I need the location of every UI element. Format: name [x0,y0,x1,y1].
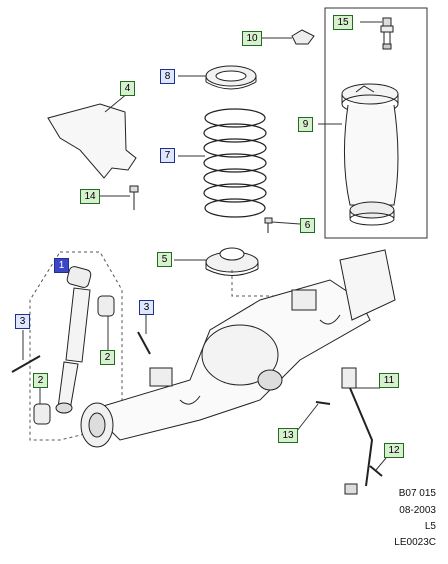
bush-upper-part [97,295,115,317]
rear-axle-part [80,249,396,448]
bracket-part [47,103,137,179]
reference-id: LE0023C [394,537,436,548]
callout-10[interactable]: 10 [242,31,262,46]
spring-seat-part [205,65,257,90]
coil-spring-part [203,108,267,218]
callout-leaders [22,21,387,471]
bush-lower-part [33,403,51,425]
callout-2-lower[interactable]: 2 [33,373,48,388]
reference-code: B07 015 [398,488,436,499]
callout-3-left[interactable]: 3 [15,314,30,329]
air-spring-frame [324,7,428,239]
shock-bolt-right-part [137,331,151,355]
air-spring-part [341,83,399,226]
lower-spring-seat-part [205,247,259,276]
clip-part [291,29,315,45]
callout-8[interactable]: 8 [160,69,175,84]
callout-13[interactable]: 13 [278,428,298,443]
reference-date: 08-2003 [399,505,436,516]
reference-model: L5 [424,521,436,532]
callout-3-right[interactable]: 3 [139,300,154,315]
callout-4[interactable]: 4 [120,81,135,96]
small-bolt-part [264,217,273,233]
air-valve-part [380,17,394,50]
callout-6[interactable]: 6 [300,218,315,233]
sensor-bolt-part [315,401,331,405]
callout-11[interactable]: 11 [379,373,399,388]
callout-15[interactable]: 15 [333,15,353,30]
bracket-bolt-part [129,185,139,210]
callout-9[interactable]: 9 [298,117,313,132]
callout-5[interactable]: 5 [157,252,172,267]
callout-12[interactable]: 12 [384,443,404,458]
callout-7[interactable]: 7 [160,148,175,163]
shock-absorber-part [55,266,92,414]
sensor-link-bolt-part [369,465,383,477]
height-sensor-part [341,367,374,495]
callout-1[interactable]: 1 [54,258,69,273]
callout-14[interactable]: 14 [80,189,100,204]
callout-2-upper[interactable]: 2 [100,350,115,365]
shock-bolt-left-part [11,355,41,373]
